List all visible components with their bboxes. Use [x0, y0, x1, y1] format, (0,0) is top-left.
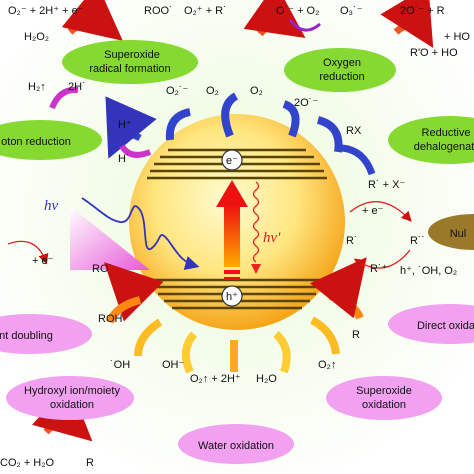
arrow-o2-swirl [288, 19, 321, 32]
hv-prime-label: hv' [263, 230, 281, 246]
bottom-arrows [104, 257, 367, 374]
label-e-plus-right: + e⁻ [362, 205, 384, 217]
label-o2b: O₂ [250, 85, 263, 97]
label-two-o-minus: 2O˙⁻ [294, 97, 318, 109]
label-ro-ho: R'O + HO [410, 47, 458, 59]
reductive-line1: Reductive [422, 127, 471, 139]
light-wave [81, 197, 200, 270]
oval-ant-doubling [0, 314, 92, 354]
label-h-oh-o2: h⁺, ˙OH, O₂ [400, 265, 457, 277]
arrow-o3 [243, 0, 306, 39]
label-oh-minus: OH⁻ [162, 359, 185, 371]
emission-wave [252, 181, 260, 263]
reaction-labels: O₂⁻ + 2H⁺ + e⁻ ROO˙ O₂⁺ + R˙ O˙⁻ + O₂ O₃… [0, 5, 470, 469]
label-o2-minus: O₂˙⁻ [166, 85, 188, 97]
hydroxyl-line2: oxidation [50, 399, 94, 411]
label-o2-up: O₂↑ [318, 359, 336, 371]
oval-hydroxyl [6, 376, 134, 420]
label-e-plus-left: + e⁻ [32, 255, 54, 267]
label-o2-r: O₂⁺ + R˙ [184, 5, 227, 17]
oxygen-reduction-line1: Oxygen [323, 57, 361, 69]
label-o-o2: O˙⁻ + O₂ [276, 5, 319, 17]
superoxide-oxidation-line2: oxidation [362, 399, 406, 411]
superoxide-formation-line1: Superoxide [104, 49, 160, 61]
reductive-line2: dehalogenat [414, 141, 474, 153]
left-cycle-arrow [7, 240, 49, 265]
ant-doubling-label: nt doubling [0, 330, 53, 342]
hole-marker [221, 285, 243, 307]
hydroxyl-line1: Hydroxyl ion/moiety [24, 385, 120, 397]
hole-label: h⁺ [226, 291, 238, 303]
label-top-eq1: O₂⁻ + 2H⁺ + e⁻ [8, 5, 84, 17]
label-rx: RX [346, 125, 362, 137]
label-oh-dot: ˙OH [110, 359, 130, 371]
oval-nul [428, 214, 474, 250]
label-co2: CO₂ + H₂O [0, 457, 55, 469]
cycle-bottom-arrow [353, 249, 411, 269]
oval-direct-oxidation [388, 304, 474, 344]
label-r-plus: R˙⁺ [370, 263, 388, 275]
label-o3: O₃˙⁻ [340, 5, 363, 17]
label-r-bottom: R [86, 457, 94, 469]
label-o2a: O₂ [206, 85, 219, 97]
arrow-ro [380, 0, 434, 49]
label-r-dot: R˙ [346, 235, 358, 247]
label-r-final: R [352, 329, 360, 341]
oval-proton-reduction [0, 120, 102, 160]
label-ro-dot: RO˙ [92, 263, 112, 275]
electron-marker [221, 149, 243, 171]
water-oxidation-label: Water oxidation [198, 440, 274, 452]
arrow-co2 [32, 383, 93, 442]
label-hplus: H⁺ [118, 119, 132, 131]
emission-arrowhead [251, 264, 261, 274]
light-beam [70, 206, 150, 270]
oval-oxygen-reduction [284, 48, 396, 92]
label-roo: ROO˙ [144, 5, 173, 17]
cycle-top-arrow [349, 201, 412, 222]
excitation-arrow [216, 180, 248, 280]
arrow-h2 [49, 86, 79, 110]
oval-water-oxidation [178, 424, 294, 464]
label-two-o-r: 2O˙⁻ + R [400, 5, 445, 17]
superoxide-oxidation-line1: Superoxide [356, 385, 412, 397]
label-rx-prod: R˙ + X⁻ [368, 179, 405, 191]
top-arrows [105, 92, 376, 176]
label-h2: H₂↑ [28, 81, 46, 93]
arrow-h2o2 [61, 0, 123, 41]
oxygen-reduction-line2: reduction [319, 71, 364, 83]
superoxide-formation-line2: radical formation [89, 63, 170, 75]
label-o2-2h: O₂↑ + 2H⁺ [190, 373, 241, 385]
oval-superoxide-formation [62, 40, 198, 84]
oval-reductive [388, 116, 474, 164]
label-h2o2: H₂O₂ [24, 31, 49, 43]
hv-label: hv [44, 198, 59, 214]
electron-label: e⁻ [226, 155, 238, 167]
label-hh: + HO [444, 31, 470, 43]
direct-oxidation-label: Direct oxida [417, 320, 474, 332]
label-two-h: 2H˙ [68, 81, 86, 93]
label-h2o: H₂O [256, 373, 277, 385]
label-r-dd: R˙˙ [410, 235, 425, 247]
proton-reduction-label: oton reduction [1, 136, 71, 148]
label-hdot: H˙ [118, 153, 130, 165]
nul-label: Nul [450, 228, 467, 240]
label-roh: ROH [98, 313, 123, 325]
oval-superoxide-oxidation [326, 376, 442, 420]
